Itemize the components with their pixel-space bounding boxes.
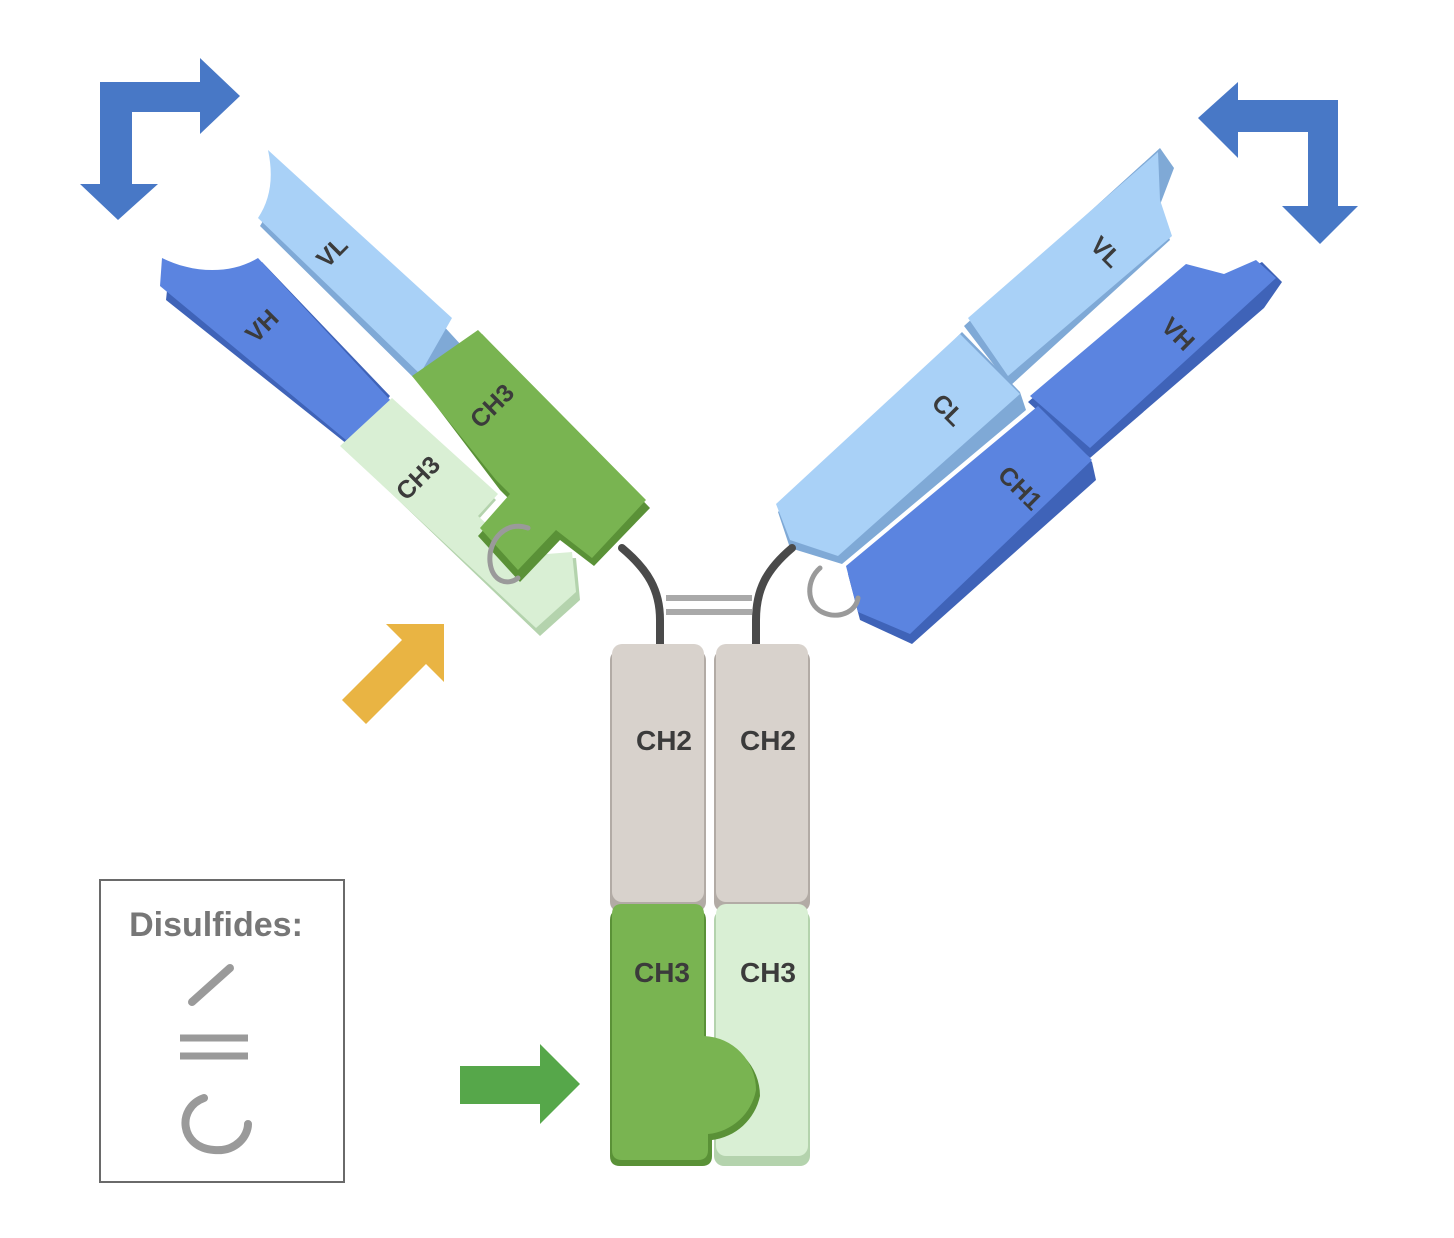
left-vl-domain: VL bbox=[258, 150, 462, 384]
left-ch3-dark-domain: CH3 bbox=[412, 330, 650, 582]
disulfide-legend: Disulfides: bbox=[99, 879, 345, 1183]
hinge-region bbox=[618, 544, 796, 650]
pointer-arrow-orange-icon bbox=[342, 624, 444, 724]
swap-arrow-left-icon bbox=[80, 58, 240, 220]
left-hinge-linker bbox=[618, 544, 664, 650]
stem-ch2-left-label: CH2 bbox=[636, 725, 692, 756]
right-cl-domain: CL bbox=[776, 332, 1026, 564]
pointer-arrow-green-icon bbox=[460, 1044, 580, 1124]
single-bond-icon bbox=[188, 964, 234, 1006]
stem-ch3-right-label: CH3 bbox=[740, 957, 796, 988]
fc-stem: CH2 CH2 CH3 CH3 bbox=[610, 644, 810, 1166]
left-arm-loop-disulfide-icon bbox=[487, 523, 531, 585]
right-arm-loop-disulfide-icon bbox=[807, 565, 861, 618]
legend-title: Disulfides: bbox=[129, 906, 303, 944]
left-vh-domain: VH bbox=[160, 258, 392, 448]
right-ch1-domain: CH1 bbox=[846, 406, 1096, 644]
legend-box bbox=[99, 879, 345, 1183]
swap-arrow-right-icon bbox=[1198, 82, 1358, 244]
right-hinge-linker bbox=[752, 544, 796, 650]
loop-bond-icon bbox=[181, 1094, 252, 1155]
left-arm: VL VH CH3 CH3 bbox=[160, 150, 650, 636]
stem-ch2-right-domain: CH2 bbox=[714, 644, 810, 912]
stem-ch2-left-domain: CH2 bbox=[610, 644, 706, 912]
right-arm: VL VH CL CH1 bbox=[776, 148, 1282, 644]
right-vh-domain: VH bbox=[1028, 260, 1282, 458]
stem-ch2-right-label: CH2 bbox=[740, 725, 796, 756]
stem-ch3-dark-domain: CH3 bbox=[610, 904, 760, 1166]
stem-ch3-left-label: CH3 bbox=[634, 957, 690, 988]
right-vl-domain: VL bbox=[964, 148, 1174, 386]
